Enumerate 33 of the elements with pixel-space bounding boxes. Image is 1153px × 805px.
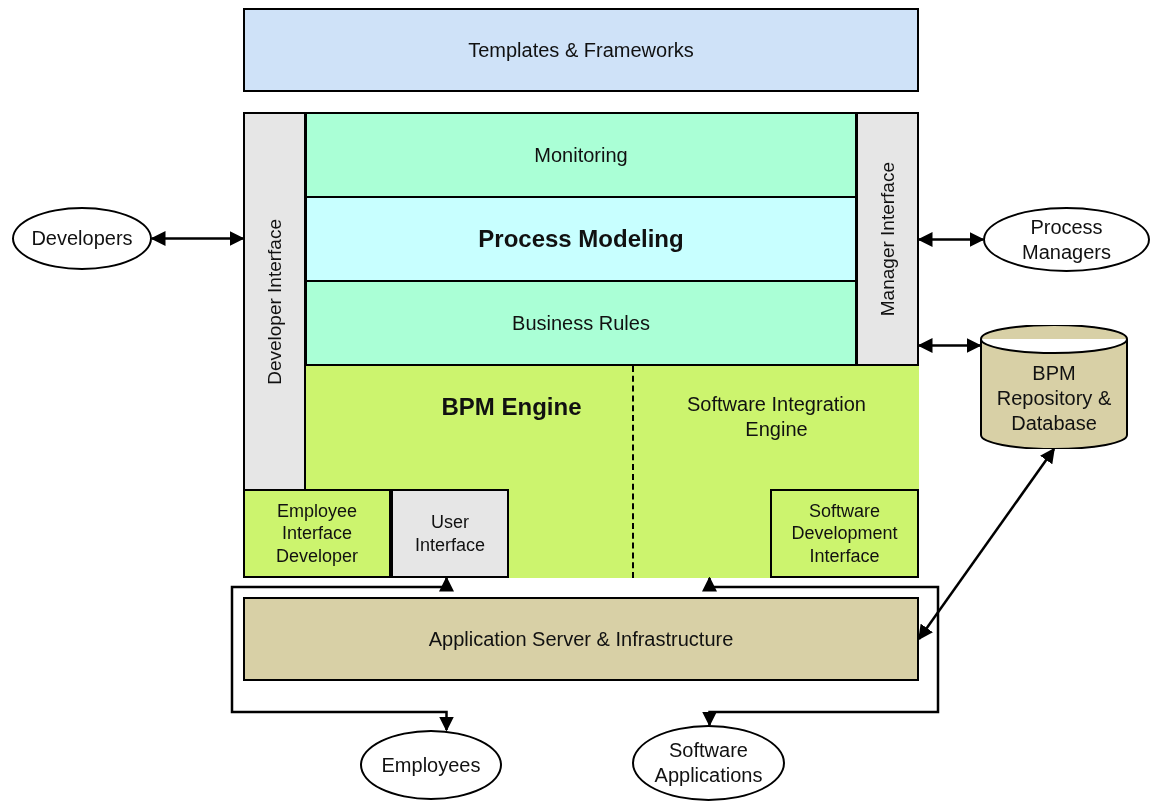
layer-box [305, 112, 857, 198]
box-label: Process Modeling [478, 224, 684, 254]
box-label: Business Rules [512, 310, 650, 336]
box-label: Templates & Frameworks [468, 37, 694, 63]
interface-box [770, 489, 919, 578]
engine-box [634, 366, 919, 578]
box-label: User Interface [413, 511, 486, 556]
interface-box [391, 489, 509, 578]
interface-box [856, 112, 919, 366]
engine-box [391, 366, 634, 578]
double-arrow [230, 576, 454, 732]
box-label: Manager Interface [875, 161, 899, 317]
box-label: Developers [31, 226, 133, 251]
box-label: Process Managers [1021, 214, 1112, 265]
double-arrow [150, 231, 245, 246]
database-cylinder [980, 325, 1128, 449]
box-label: Employee Interface Developer [274, 499, 359, 568]
interface-box [243, 112, 306, 491]
box-label: BPM Engine [441, 392, 582, 422]
layer-box [243, 8, 919, 92]
box-label: Software Applications [653, 738, 764, 788]
layer-box [305, 196, 857, 282]
double-arrow [918, 447, 1055, 641]
box-label: BPM Repository & Database [995, 360, 1113, 436]
box-label: Software Development Interface [790, 499, 899, 568]
box-label: Developer Interface [262, 218, 286, 385]
layer-box [243, 597, 919, 681]
architecture-frame [243, 112, 919, 578]
box-label: Software Integration Engine [686, 392, 867, 442]
layer-box [305, 280, 857, 366]
box-label: Employees [381, 752, 481, 778]
double-arrow [702, 576, 940, 727]
box-label: Monitoring [534, 142, 628, 168]
